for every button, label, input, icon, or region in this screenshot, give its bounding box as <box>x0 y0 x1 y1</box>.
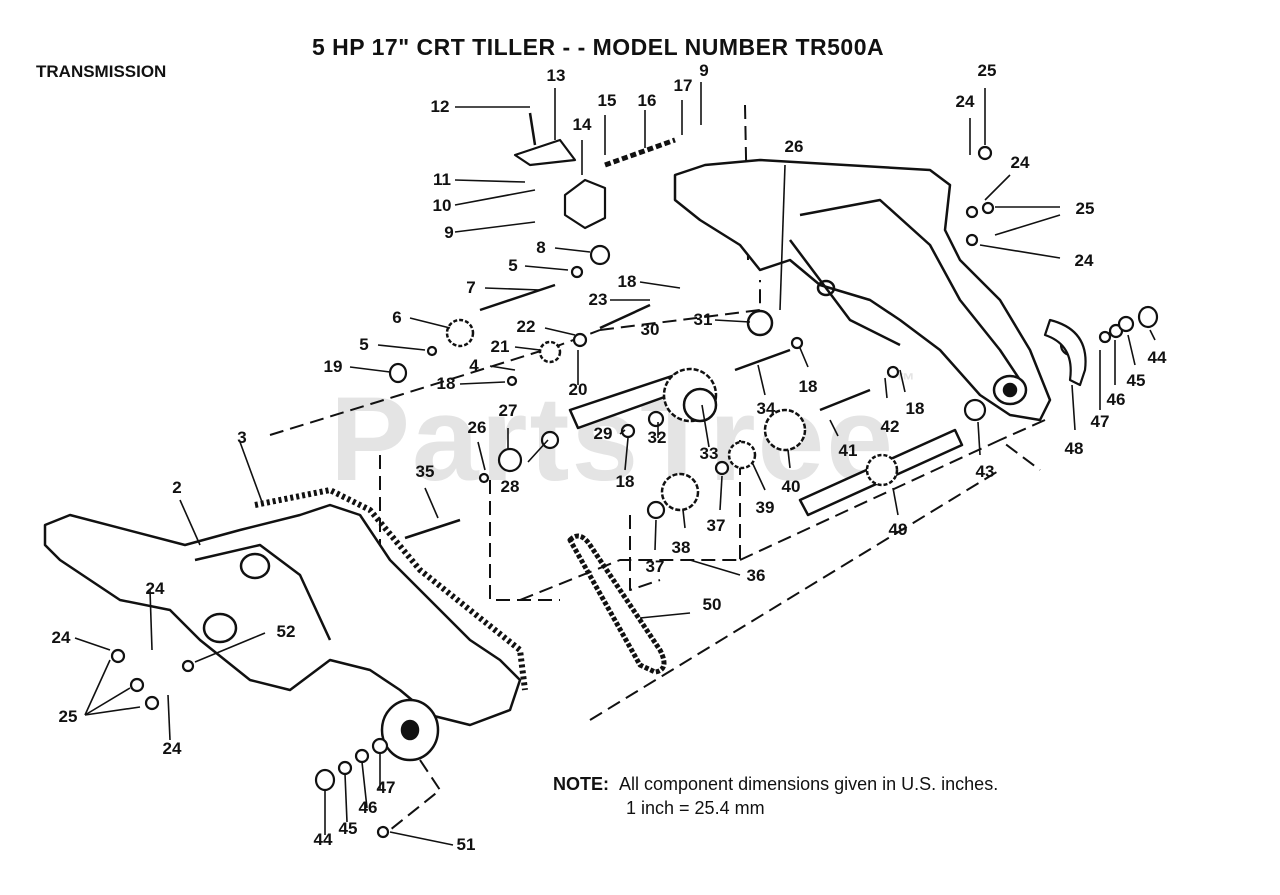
bushings-and-washers <box>110 145 1159 839</box>
part-callout[interactable]: 18 <box>615 472 635 491</box>
part-callout[interactable]: 34 <box>756 399 776 418</box>
part-callout[interactable]: 49 <box>888 520 908 539</box>
part-callout[interactable]: 24 <box>145 579 165 598</box>
part-callout[interactable]: 18 <box>798 377 818 396</box>
part-callout[interactable]: 14 <box>572 115 592 134</box>
note-line-1: All component dimensions given in U.S. i… <box>619 774 999 794</box>
leader-arrows <box>74 82 1156 846</box>
part-callout[interactable]: 46 <box>1106 390 1126 409</box>
part-callout[interactable]: 10 <box>432 196 452 215</box>
part-callout[interactable]: 51 <box>456 835 476 854</box>
part-callout[interactable]: 42 <box>880 417 900 436</box>
part-callout[interactable]: 22 <box>516 317 536 336</box>
part-callout[interactable]: 37 <box>706 516 726 535</box>
part-callout[interactable]: 18 <box>436 374 456 393</box>
part-callout[interactable]: 13 <box>546 66 566 85</box>
part-callout[interactable]: 24 <box>1010 153 1030 172</box>
right-housing-half <box>673 158 1052 422</box>
part-callout[interactable]: 39 <box>755 498 775 517</box>
part-callout[interactable]: 47 <box>376 778 396 797</box>
watermark-trademark: ™ <box>895 370 918 392</box>
part-callout[interactable]: 26 <box>467 418 487 437</box>
note-heading: NOTE: <box>553 774 609 794</box>
part-callout[interactable]: 24 <box>162 739 182 758</box>
part-callout[interactable]: 28 <box>500 477 520 496</box>
part-callout[interactable]: 29 <box>593 424 613 443</box>
part-callout[interactable]: 18 <box>617 272 637 291</box>
part-callout[interactable]: 47 <box>1090 412 1110 431</box>
part-callout[interactable]: 46 <box>358 798 378 817</box>
drive-chain-50 <box>567 533 667 675</box>
part-callout[interactable]: 45 <box>1126 371 1146 390</box>
part-callout[interactable]: 25 <box>58 707 78 726</box>
section-heading: TRANSMISSION <box>36 62 167 81</box>
part-callout[interactable]: 23 <box>588 290 608 309</box>
part-callout[interactable]: 3 <box>237 428 247 447</box>
dimension-note: NOTE: All component dimensions given in U… <box>553 772 998 820</box>
part-callout[interactable]: 9 <box>444 223 454 242</box>
part-callout[interactable]: 45 <box>338 819 358 838</box>
part-callout[interactable]: 6 <box>392 308 402 327</box>
part-callout[interactable]: 4 <box>469 356 479 375</box>
part-callout[interactable]: 24 <box>1074 251 1094 270</box>
part-callout[interactable]: 17 <box>673 76 693 95</box>
part-callout[interactable]: 19 <box>323 357 343 376</box>
part-callout[interactable]: 16 <box>637 91 657 110</box>
part-callout[interactable]: 5 <box>508 256 518 275</box>
part-callout[interactable]: 21 <box>490 337 510 356</box>
shift-bracket <box>513 137 1087 387</box>
part-callout[interactable]: 11 <box>433 170 451 189</box>
part-callout[interactable]: 44 <box>1147 348 1167 367</box>
part-callout[interactable]: 44 <box>313 830 333 849</box>
part-callout[interactable]: 15 <box>597 91 617 110</box>
part-callout[interactable]: 7 <box>466 278 476 297</box>
part-callout[interactable]: 26 <box>784 137 804 156</box>
part-callout[interactable]: 35 <box>415 462 435 481</box>
part-callout[interactable]: 25 <box>977 61 997 80</box>
part-callout[interactable]: 12 <box>430 97 450 116</box>
part-callout[interactable]: 32 <box>647 428 667 447</box>
part-callout[interactable]: 43 <box>975 462 995 481</box>
left-housing-half <box>43 487 528 762</box>
part-callout[interactable]: 31 <box>693 310 713 329</box>
part-callout[interactable]: 33 <box>699 444 719 463</box>
part-callout[interactable]: 25 <box>1075 199 1095 218</box>
part-callout[interactable]: 2 <box>172 478 182 497</box>
part-callout[interactable]: 5 <box>359 335 369 354</box>
sprockets <box>445 309 899 512</box>
part-callout[interactable]: 38 <box>671 538 691 557</box>
part-callout[interactable]: 8 <box>536 238 546 257</box>
part-callout[interactable]: 52 <box>276 622 296 641</box>
page-title: 5 HP 17" CRT TILLER - - MODEL NUMBER TR5… <box>312 34 885 60</box>
part-callout[interactable]: 37 <box>645 557 665 576</box>
note-line-2: 1 inch = 25.4 mm <box>626 798 765 818</box>
part-callout[interactable]: 18 <box>905 399 925 418</box>
part-callout[interactable]: 27 <box>498 401 518 420</box>
part-callout[interactable]: 48 <box>1064 439 1084 458</box>
part-callout[interactable]: 50 <box>702 595 722 614</box>
part-callout[interactable]: 41 <box>838 441 858 460</box>
part-callout[interactable]: 30 <box>640 320 660 339</box>
part-callout[interactable]: 24 <box>955 92 975 111</box>
part-callout[interactable]: 24 <box>51 628 71 647</box>
part-callout[interactable]: 40 <box>781 477 801 496</box>
part-callout[interactable]: 36 <box>746 566 766 585</box>
part-callout[interactable]: 9 <box>699 61 709 80</box>
part-callout[interactable]: 20 <box>568 380 588 399</box>
